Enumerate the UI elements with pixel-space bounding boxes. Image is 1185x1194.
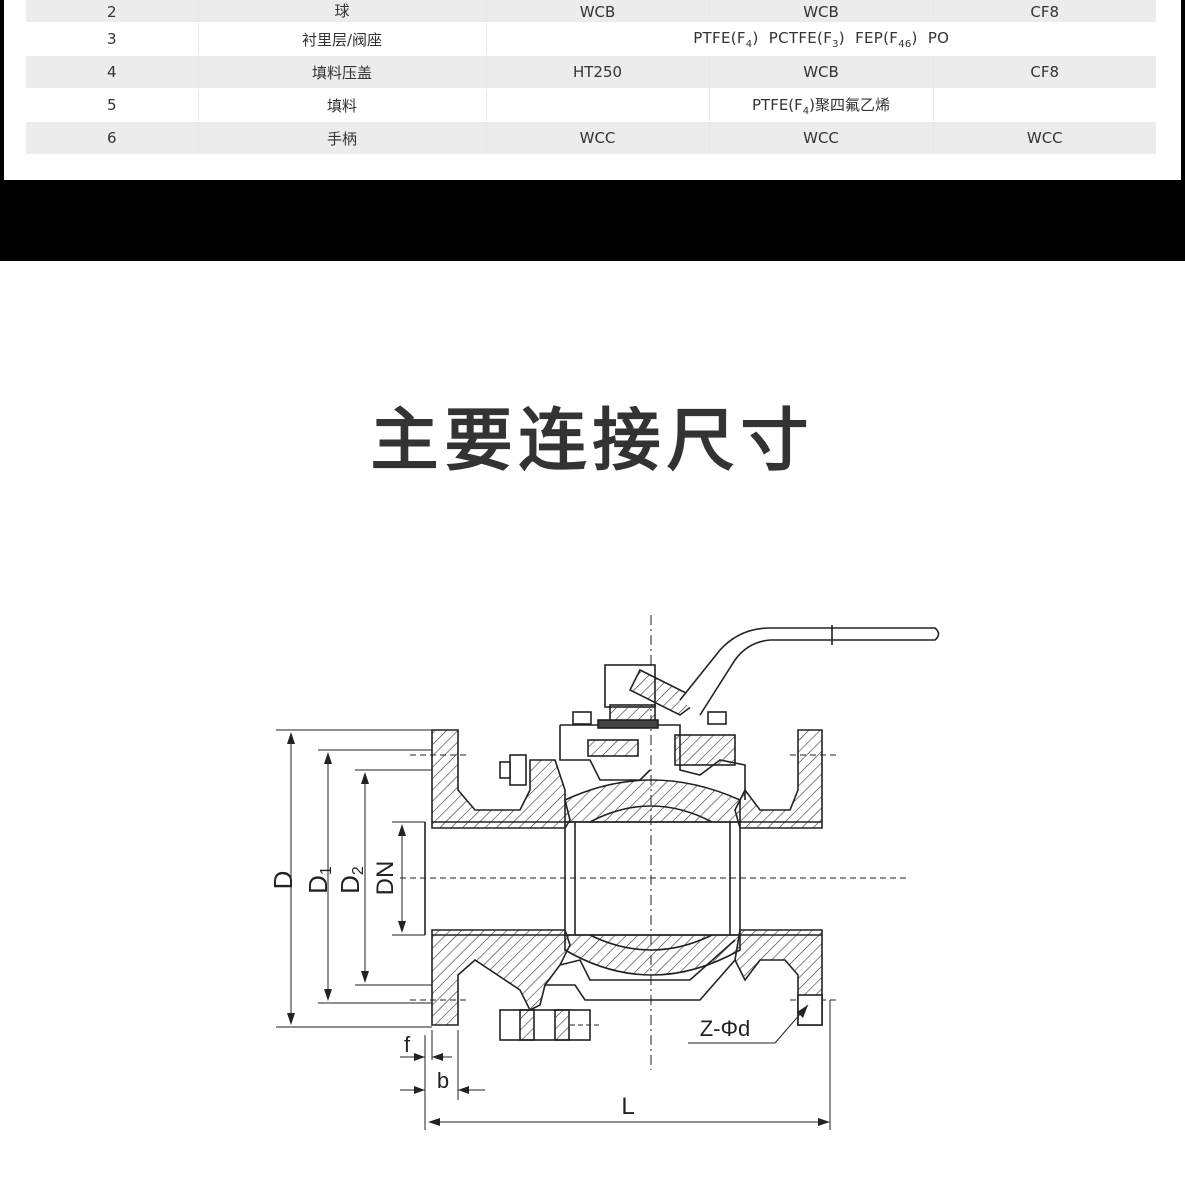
dim-label-L: L [621, 1093, 634, 1120]
part-name: 手柄 [197, 121, 486, 155]
material-cell [485, 88, 709, 122]
row-number: 2 [26, 0, 198, 23]
material-cell: WCC [932, 121, 1156, 155]
dim-label-b: b [437, 1068, 449, 1093]
material-cell: WCC [708, 121, 933, 155]
material-table: 2 球 WCB WCB CF8 3 衬里层/阀座 PTFE(F4) PCTFE(… [26, 0, 1156, 155]
dim-label-f: f [404, 1032, 411, 1057]
material-cell: WCB [708, 55, 933, 89]
table-row: 2 球 WCB WCB CF8 [26, 0, 1156, 23]
part-name: 填料压盖 [197, 55, 486, 89]
dim-label-DN: DN [372, 861, 399, 896]
material-cell: WCC [485, 121, 709, 155]
material-table-section: 2 球 WCB WCB CF8 3 衬里层/阀座 PTFE(F4) PCTFE(… [0, 0, 1185, 182]
material-cell-merged: PTFE(F4) PCTFE(F3) FEP(F46) PO [485, 22, 1156, 56]
section-title: 主要连接尺寸 [370, 402, 815, 481]
divider-band [0, 182, 1185, 261]
material-cell: PTFE(F4)聚四氟乙烯 [708, 88, 933, 122]
table-row: 6 手柄 WCC WCC WCC [26, 121, 1156, 155]
table-row: 3 衬里层/阀座 PTFE(F4) PCTFE(F3) FEP(F46) PO [26, 22, 1156, 56]
material-table-panel: 2 球 WCB WCB CF8 3 衬里层/阀座 PTFE(F4) PCTFE(… [4, 0, 1181, 180]
material-cell: CF8 [932, 55, 1156, 89]
row-number: 6 [26, 121, 198, 155]
material-cell: CF8 [932, 0, 1156, 23]
table-row: 5 填料 PTFE(F4)聚四氟乙烯 [26, 88, 1156, 122]
dim-label-D1: D1 [303, 866, 335, 894]
table-row: 4 填料压盖 HT250 WCB CF8 [26, 55, 1156, 89]
material-cell: HT250 [485, 55, 709, 89]
part-name: 衬里层/阀座 [197, 22, 486, 56]
dim-label-D: D [268, 871, 298, 890]
dim-label-D2: D2 [335, 866, 367, 894]
row-number: 3 [26, 22, 198, 56]
material-cell: WCB [485, 0, 709, 23]
ball-valve-drawing: D D1 D2 DN f b L Z-Φd [268, 615, 940, 1130]
material-cell [932, 88, 1156, 122]
material-cell: WCB [708, 0, 933, 23]
part-name: 填料 [197, 88, 486, 122]
row-number: 5 [26, 88, 198, 122]
part-name: 球 [197, 0, 486, 23]
bolt-hole-label: Z-Φd [700, 1016, 751, 1041]
row-number: 4 [26, 55, 198, 89]
